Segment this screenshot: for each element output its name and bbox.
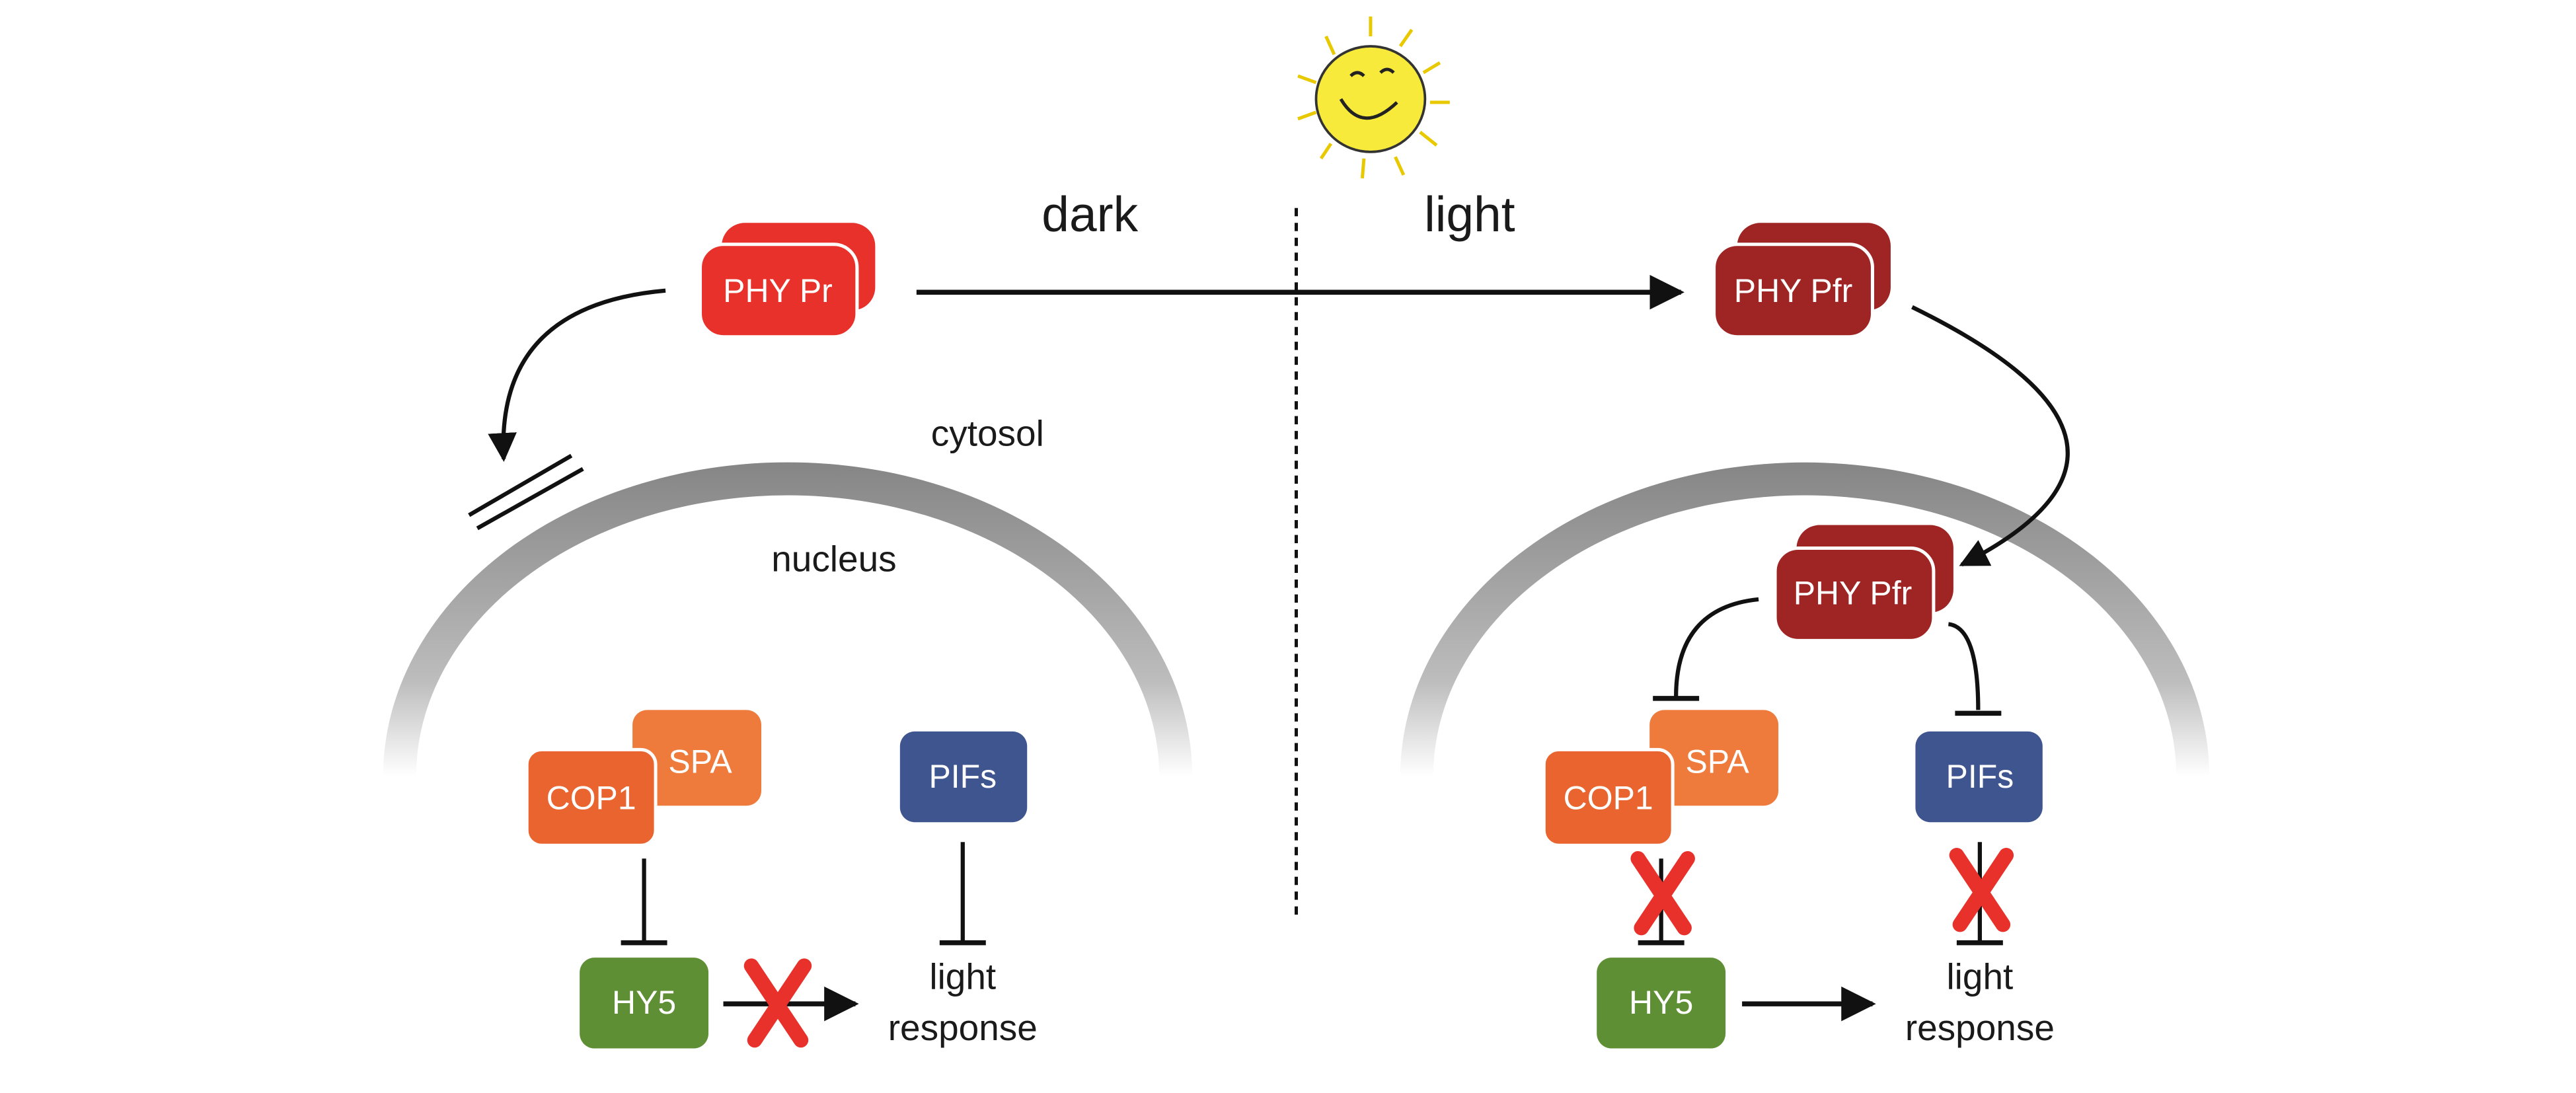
spa-right-label: SPA xyxy=(1685,743,1749,780)
light-response-left-2: response xyxy=(888,1007,1038,1048)
sun-icon xyxy=(1297,16,1450,179)
light-response-left: light xyxy=(929,956,996,997)
import-arrow-right xyxy=(1911,305,2070,567)
phy-pfr-nucleus-label: PHY Pfr xyxy=(1794,574,1913,611)
phy-pr-label: PHY Pr xyxy=(723,272,833,309)
inhibit-pifs-line xyxy=(1948,622,1981,710)
hy5-right-box xyxy=(1597,958,1726,1049)
spa-left-label: SPA xyxy=(668,743,732,780)
pifs-right-box xyxy=(1915,731,2043,823)
phy-pfr-cytosol-box: PHY Pfr xyxy=(1712,223,1891,339)
cop1-right-box xyxy=(1542,747,1675,847)
cop1-left-box xyxy=(525,747,658,847)
light-response-right-2: response xyxy=(1905,1007,2055,1048)
nuclear-membrane-left xyxy=(383,462,1193,776)
light-response-right: light xyxy=(1946,956,2013,997)
spa-left-box xyxy=(632,710,761,806)
import-arrow-left xyxy=(488,288,666,462)
phy-pfr-nucleus-box: PHY Pfr xyxy=(1773,525,1953,642)
spa-right-box xyxy=(1649,710,1779,806)
phy-pr-box: PHY Pr xyxy=(699,223,876,339)
blocked-import-icon xyxy=(468,453,584,531)
phy-pfr-cytosol-label: PHY Pfr xyxy=(1734,272,1853,309)
hy5-right-label: HY5 xyxy=(1629,984,1693,1021)
pifs-left-box xyxy=(899,731,1028,823)
cop1-left-label: COP1 xyxy=(547,779,636,816)
inhibit-cop1-line xyxy=(1674,597,1759,697)
cytosol-label: cytosol xyxy=(931,413,1044,454)
blocked-cross-icon xyxy=(1949,847,2014,932)
light-label: light xyxy=(1424,186,1515,242)
pifs-right-label: PIFs xyxy=(1946,758,2014,795)
hy5-left-box xyxy=(580,958,709,1049)
nucleus-label: nucleus xyxy=(771,538,896,579)
cop1-right-label: COP1 xyxy=(1564,779,1653,816)
blocked-cross-icon xyxy=(743,958,812,1048)
blocked-cross-icon xyxy=(1630,850,1695,936)
pifs-left-label: PIFs xyxy=(928,758,997,795)
hy5-left-label: HY5 xyxy=(612,984,676,1021)
dark-label: dark xyxy=(1042,186,1138,242)
